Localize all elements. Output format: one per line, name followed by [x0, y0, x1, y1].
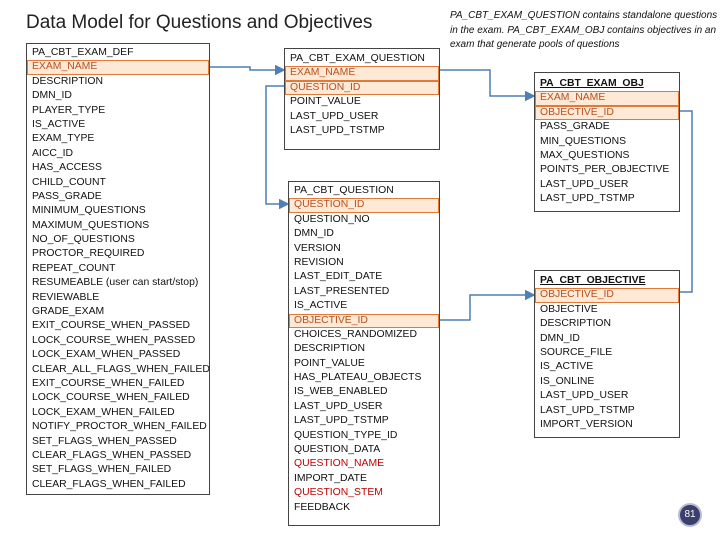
field-row: NOTIFY_PROCTOR_WHEN_FAILED	[32, 421, 207, 433]
field-row: CLEAR_ALL_FLAGS_WHEN_FAILED	[32, 363, 210, 375]
table-name: PA_CBT_QUESTION	[294, 185, 394, 196]
field-row: VERSION	[294, 242, 341, 254]
table-exam-question: PA_CBT_EXAM_QUESTION EXAM_NAME QUESTION_…	[284, 48, 440, 150]
field-row: LOCK_COURSE_WHEN_PASSED	[32, 334, 196, 346]
field-row: EXIT_COURSE_WHEN_PASSED	[32, 320, 191, 332]
field-row: EXIT_COURSE_WHEN_FAILED	[32, 377, 185, 389]
field-row: QUESTION_ID	[289, 198, 439, 213]
field-row: DESCRIPTION	[32, 75, 104, 87]
field-row: LOCK_EXAM_WHEN_PASSED	[32, 349, 181, 361]
field-row: HAS_ACCESS	[32, 162, 102, 174]
link-objective-id	[440, 289, 536, 321]
table-objective: PA_CBT_OBJECTIVE OBJECTIVE_ID OBJECTIVE …	[534, 270, 680, 438]
field-row: MINIMUM_QUESTIONS	[32, 205, 146, 217]
field-row: PASS_GRADE	[540, 121, 610, 133]
table-exam-def: PA_CBT_EXAM_DEF EXAM_NAME DESCRIPTION DM…	[26, 43, 210, 495]
page-title: Data Model for Questions and Objectives	[26, 12, 373, 33]
field-row: DMN_ID	[540, 332, 580, 344]
field-row: EXAM_NAME	[535, 91, 679, 106]
field-row: AICC_ID	[32, 147, 73, 159]
link-exam-name-question	[210, 64, 286, 76]
field-row: NO_OF_QUESTIONS	[32, 234, 135, 246]
field-row: LAST_UPD_USER	[540, 390, 629, 402]
field-row: OBJECTIVE_ID	[535, 288, 679, 303]
field-row: DESCRIPTION	[540, 318, 612, 330]
field-row: LAST_UPD_TSTMP	[294, 415, 389, 427]
field-row: IS_ONLINE	[540, 375, 595, 387]
table-name: PA_CBT_EXAM_DEF	[32, 47, 134, 58]
field-row: CHILD_COUNT	[32, 176, 106, 188]
field-row: EXAM_TYPE	[32, 133, 95, 145]
field-row: LAST_UPD_TSTMP	[290, 124, 385, 136]
field-row: GRADE_EXAM	[32, 306, 105, 318]
field-row: LAST_UPD_USER	[290, 110, 379, 122]
field-row: QUESTION_ID	[285, 80, 439, 96]
field-row: PLAYER_TYPE	[32, 104, 106, 116]
field-row: QUESTION_TYPE_ID	[294, 429, 398, 441]
field-row: OBJECTIVE_ID	[289, 313, 439, 328]
field-row: SET_FLAGS_WHEN_FAILED	[32, 464, 172, 476]
field-row: IMPORT_VERSION	[540, 418, 633, 430]
field-row: LAST_PRESENTED	[294, 285, 390, 297]
field-row: POINT_VALUE	[290, 96, 361, 108]
field-row: DMN_ID	[294, 228, 334, 240]
field-row: LAST_EDIT_DATE	[294, 271, 383, 283]
table-question: PA_CBT_QUESTION QUESTION_ID QUESTION_NO …	[288, 181, 440, 526]
field-row: IS_ACTIVE	[540, 361, 594, 373]
field-row: QUESTION_STEM	[294, 487, 383, 499]
page-number-badge: 81	[678, 503, 702, 527]
field-row: CLEAR_FLAGS_WHEN_FAILED	[32, 478, 186, 490]
field-row: IS_ACTIVE	[32, 118, 86, 130]
field-row: LOCK_EXAM_WHEN_FAILED	[32, 406, 175, 418]
table-exam-obj: PA_CBT_EXAM_OBJ EXAM_NAME OBJECTIVE_ID P…	[534, 72, 680, 212]
table-name: PA_CBT_EXAM_QUESTION	[290, 53, 425, 64]
field-row: QUESTION_DATA	[294, 444, 381, 456]
field-row: MIN_QUESTIONS	[540, 135, 627, 147]
field-row: CHOICES_RANDOMIZED	[294, 328, 417, 340]
field-row: IS_WEB_ENABLED	[294, 386, 388, 398]
field-row: REVISION	[294, 256, 344, 268]
field-row: QUESTION_NO	[294, 213, 370, 225]
field-row: IMPORT_DATE	[294, 472, 367, 484]
field-row: OBJECTIVE	[540, 303, 598, 315]
field-row: PASS_GRADE	[32, 190, 102, 202]
field-row: IS_ACTIVE	[294, 300, 348, 312]
field-row: LAST_UPD_TSTMP	[540, 193, 635, 205]
field-row: MAX_QUESTIONS	[540, 149, 630, 161]
field-row: DESCRIPTION	[294, 343, 366, 355]
field-row: LOCK_COURSE_WHEN_FAILED	[32, 392, 190, 404]
field-row: OBJECTIVE_ID	[535, 105, 679, 121]
field-row: CLEAR_FLAGS_WHEN_PASSED	[32, 449, 192, 461]
link-question-id	[265, 85, 290, 210]
table-name: PA_CBT_OBJECTIVE	[540, 275, 646, 286]
field-row: LAST_UPD_TSTMP	[540, 404, 635, 416]
field-row: SET_FLAGS_WHEN_PASSED	[32, 435, 177, 447]
field-row: RESUMEABLE (user can start/stop)	[32, 277, 199, 289]
field-row: SOURCE_FILE	[540, 346, 613, 358]
link-obj-objective	[680, 110, 693, 293]
field-row: MAXIMUM_QUESTIONS	[32, 219, 150, 231]
field-row: EXAM_NAME	[285, 66, 439, 81]
field-row: PROCTOR_REQUIRED	[32, 248, 145, 260]
field-row: REPEAT_COUNT	[32, 262, 116, 274]
field-row: LAST_UPD_USER	[540, 178, 629, 190]
field-row: QUESTION_NAME	[294, 458, 385, 470]
field-row: REVIEWABLE	[32, 291, 100, 303]
field-row: POINT_VALUE	[294, 357, 365, 369]
field-row: POINTS_PER_OBJECTIVE	[540, 164, 670, 176]
field-row: FEEDBACK	[294, 501, 351, 513]
table-name: PA_CBT_EXAM_OBJ	[540, 78, 644, 89]
description-note: PA_CBT_EXAM_QUESTION contains standalone…	[450, 10, 718, 50]
field-row: LAST_UPD_USER	[294, 400, 383, 412]
link-exam-name-obj	[440, 69, 536, 102]
field-row: DMN_ID	[32, 90, 72, 102]
field-row: EXAM_NAME	[27, 60, 209, 75]
field-row: HAS_PLATEAU_OBJECTS	[294, 372, 422, 384]
